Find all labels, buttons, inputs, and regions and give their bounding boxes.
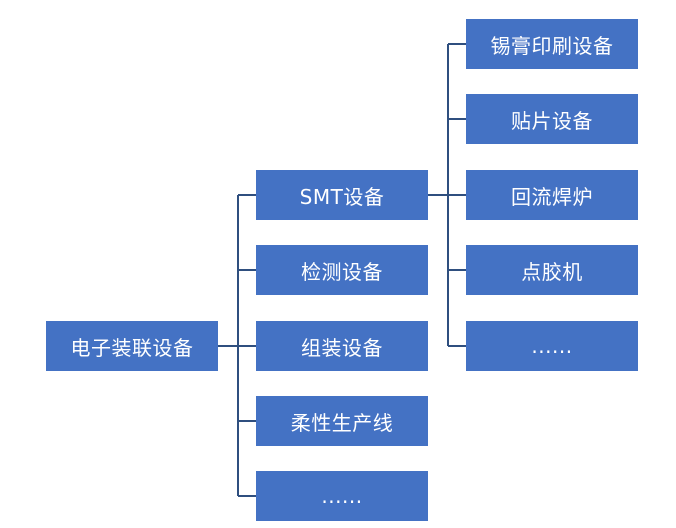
node-solder-paste-printer: 锡膏印刷设备	[466, 19, 638, 69]
root-node: 电子装联设备	[46, 321, 218, 371]
node-flexible-production-line: 柔性生产线	[256, 396, 428, 446]
node-glue-dispenser: 点胶机	[466, 245, 638, 295]
node-level1-more: ......	[256, 471, 428, 521]
node-reflow-oven: 回流焊炉	[466, 170, 638, 220]
node-smt-equipment: SMT设备	[256, 170, 428, 220]
node-level2-more: ......	[466, 321, 638, 371]
node-pick-and-place: 贴片设备	[466, 94, 638, 144]
node-assembly-equipment: 组装设备	[256, 321, 428, 371]
node-inspection-equipment: 检测设备	[256, 245, 428, 295]
